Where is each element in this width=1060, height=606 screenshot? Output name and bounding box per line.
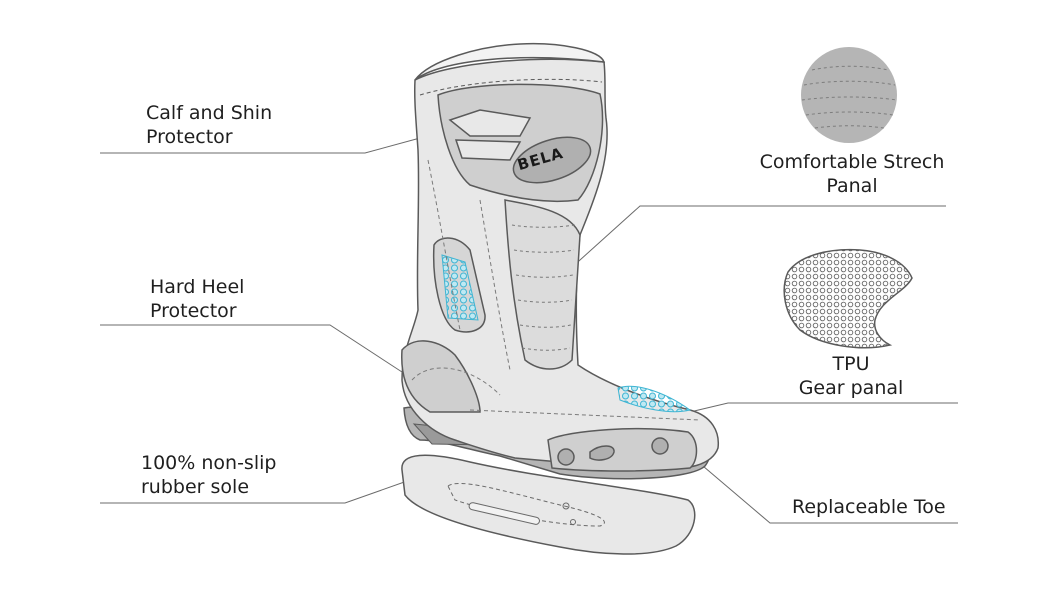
label-toe-line1: Replaceable Toe — [792, 496, 946, 518]
tpu-panel-swatch — [783, 248, 913, 349]
label-hard-heel-protector: Hard Heel Protector — [150, 275, 244, 323]
label-stretch-panel: Comfortable Strech Panal — [754, 150, 950, 198]
label-hard-heel-line1: Hard Heel — [150, 276, 245, 298]
boot — [401, 42, 720, 480]
leader-calf-shin — [100, 137, 421, 154]
leader-toe — [689, 454, 958, 524]
label-sole-line1: 100% non-slip — [141, 452, 277, 474]
label-rubber-sole: 100% non-slip rubber sole — [141, 451, 276, 499]
label-tpu-gear-panel: TPU Gear panal — [790, 352, 912, 400]
label-tpu-line2: Gear panal — [798, 377, 904, 399]
leader-sole — [100, 479, 411, 504]
label-replaceable-toe: Replaceable Toe — [792, 495, 946, 519]
label-calf-shin-line2: Protector — [146, 126, 233, 148]
leader-hard-heel — [100, 324, 403, 373]
label-calf-shin-line1: Calf and Shin — [146, 102, 273, 124]
insole — [401, 454, 696, 555]
label-hard-heel-line2: Protector — [150, 300, 237, 322]
label-sole-line2: rubber sole — [141, 476, 250, 498]
label-calf-shin-protector: Calf and Shin Protector — [146, 101, 272, 149]
stretch-panel-swatch — [801, 47, 898, 143]
leader-stretch — [559, 205, 946, 279]
leader-lines — [100, 137, 958, 524]
label-stretch-line1: Comfortable Strech — [759, 151, 945, 173]
label-stretch-line2: Panal — [826, 175, 878, 197]
leader-tpu — [689, 402, 958, 413]
label-tpu-line1: TPU — [832, 353, 870, 375]
